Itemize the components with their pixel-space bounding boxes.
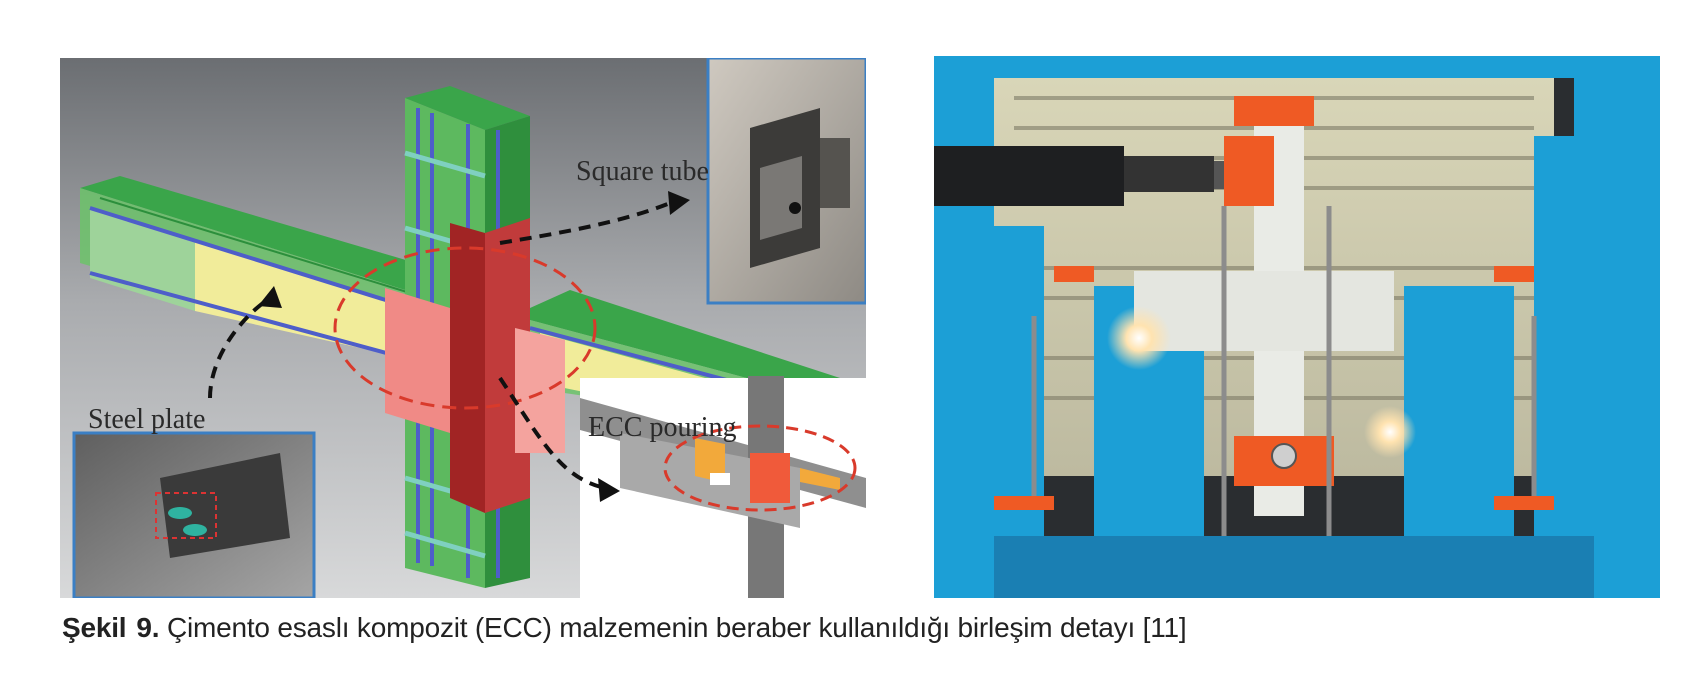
left-beam bbox=[80, 176, 450, 360]
support-rods bbox=[1031, 206, 1537, 536]
joint-highlight-ellipse bbox=[333, 246, 597, 410]
steel-plate-photo-inset bbox=[72, 431, 316, 598]
orange-supports bbox=[994, 266, 1554, 510]
light-glare-right bbox=[1364, 406, 1416, 458]
caption-text: Çimento esaslı kompozit (ECC) malzemenin… bbox=[166, 612, 1187, 643]
specimen-column bbox=[1134, 96, 1394, 516]
caption-label: Şekil bbox=[62, 612, 127, 643]
caption-number: 9. bbox=[136, 612, 160, 643]
joint-3d-model-figure: Square tube Steel plate ECC pouring bbox=[60, 58, 866, 598]
ecc-pouring-label: ECC pouring bbox=[588, 412, 737, 443]
square-tube-label: Square tube bbox=[576, 156, 709, 187]
square-tube-photo-inset bbox=[706, 58, 866, 305]
light-glare-left bbox=[1107, 306, 1171, 370]
figure-caption: Şekil 9. Çimento esaslı kompozit (ECC) ma… bbox=[62, 612, 1187, 644]
ecc-pouring-diagram-inset bbox=[580, 376, 866, 598]
joint-core bbox=[385, 218, 565, 513]
arrow-heads bbox=[258, 191, 690, 502]
test-setup-photo bbox=[934, 56, 1660, 598]
steel-plate-label: Steel plate bbox=[88, 404, 205, 435]
